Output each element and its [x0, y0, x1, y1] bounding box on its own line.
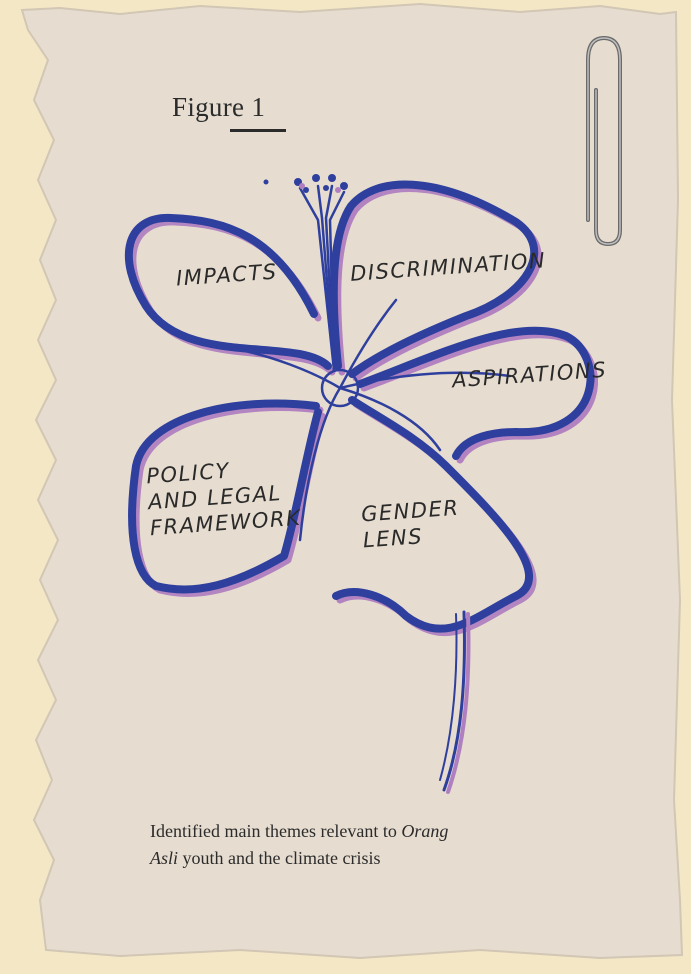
- theme-gender-lens: GENDER LENS: [360, 495, 462, 554]
- figure-caption: Identified main themes relevant to Orang…: [150, 818, 570, 872]
- theme-policy-legal-framework: POLICY AND LEGAL FRAMEWORK: [145, 453, 302, 541]
- petal-impacts: [129, 218, 328, 366]
